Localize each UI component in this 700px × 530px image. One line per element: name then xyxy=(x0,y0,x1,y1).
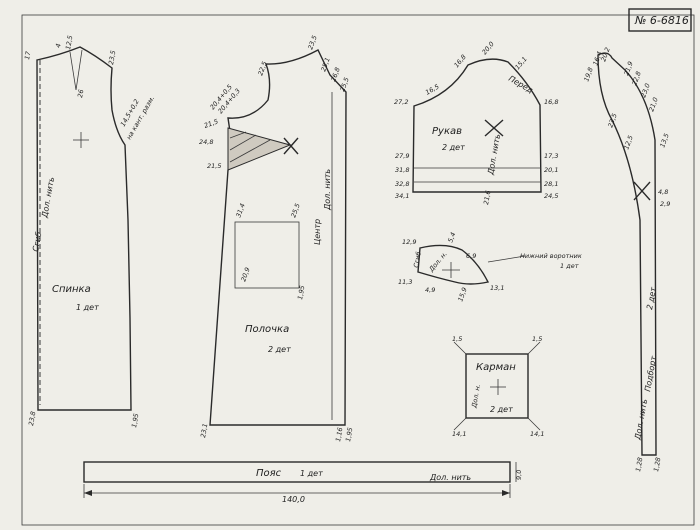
collar-piece: Нижний воротник 1 дет Сгиб Дол. н. 12,9 … xyxy=(398,231,582,302)
pocket-meas: 14,1 xyxy=(530,430,544,438)
facing-meas: 21,0 xyxy=(647,96,659,112)
collar-meas: 15,9 xyxy=(456,286,468,302)
back-meas: 23,5 xyxy=(107,50,117,66)
collar-fold: Сгиб xyxy=(412,251,423,268)
sleeve-meas: 31,8 xyxy=(395,166,409,174)
sleeve-meas: 20,1 xyxy=(544,166,558,174)
front-meas: 24,8 xyxy=(199,138,213,146)
back-meas: 4 xyxy=(54,43,63,48)
facing-meas: 23,0 xyxy=(639,82,651,98)
front-meas: 1,95 xyxy=(344,427,354,443)
sleeve-meas: 24,5 xyxy=(544,192,558,200)
collar-qty: 1 дет xyxy=(560,262,579,270)
pocket-qty: 2 дет xyxy=(490,405,513,414)
belt-name: Пояс xyxy=(256,468,282,479)
facing-qty: 2 дет xyxy=(645,286,658,310)
back-grain-label: Дол. нить xyxy=(40,176,56,219)
front-dart xyxy=(227,127,292,171)
back-qty: 1 дет xyxy=(76,303,99,312)
facing-meas: 12,5 xyxy=(622,134,634,150)
facing-piece: Подборт 2 дет Дол. нить 16,4 20,2 21,9 2… xyxy=(582,46,670,472)
back-piece: Сгиб Дол. нить Спинка 1 дет 17 4 12,5 26… xyxy=(23,35,156,429)
sleeve-meas: 20,0 xyxy=(480,40,495,56)
collar-grain: Дол. н. xyxy=(427,250,449,274)
sheet-number: № 6-6816 xyxy=(634,14,689,27)
front-center-label: Центр xyxy=(313,219,322,245)
collar-meas: 6,9 xyxy=(466,252,476,260)
back-meas: 1,95 xyxy=(130,413,140,429)
back-meas: 17 xyxy=(23,50,32,60)
front-meas: 1,16 xyxy=(334,427,344,443)
collar-meas: 11,3 xyxy=(398,278,412,286)
belt-qty: 1 дет xyxy=(300,469,323,478)
front-piece: Полочка 2 дет Центр Дол. нить 23,5 25,1 … xyxy=(199,34,354,442)
collar-meas: 13,1 xyxy=(490,284,504,292)
sleeve-piece: Рукав 2 дет Перед Дол. нить 20,0 16,8 15… xyxy=(394,40,558,205)
pocket-meas: 1,5 xyxy=(532,335,542,343)
front-meas: 23,1 xyxy=(199,423,209,439)
collar-meas: 5,4 xyxy=(446,231,457,243)
sheet-number-box xyxy=(628,8,692,32)
back-fold-label: Сгиб xyxy=(31,231,43,252)
sleeve-meas: 27,9 xyxy=(395,152,409,160)
pocket-meas: 14,1 xyxy=(452,430,466,438)
belt-width: 9,0 xyxy=(515,470,523,480)
back-meas: 26 xyxy=(76,89,85,99)
facing-meas: 23,5 xyxy=(606,112,618,128)
front-meas: 23,5 xyxy=(306,34,318,50)
belt-length: 140,0 xyxy=(282,495,305,504)
sleeve-qty: 2 дет xyxy=(442,143,465,152)
sleeve-grain-label: Дол. нить xyxy=(486,133,502,176)
back-meas: 23,8 xyxy=(27,411,37,427)
facing-meas: 22,8 xyxy=(630,70,642,86)
collar-meas: 12,9 xyxy=(402,238,416,246)
facing-meas: 1,28 xyxy=(652,457,662,473)
facing-meas: 4,8 xyxy=(658,188,668,196)
facing-meas: 19,8 xyxy=(582,66,594,82)
belt-piece: Пояс 1 дет Дол. нить 140,0 9,0 xyxy=(83,461,523,504)
back-name: Спинка xyxy=(52,284,91,295)
front-grain-label: Дол. нить xyxy=(323,169,332,211)
front-meas: 25,5 xyxy=(338,76,350,92)
belt-grain: Дол. нить xyxy=(429,473,471,482)
front-pocket-mark xyxy=(234,221,300,289)
front-qty: 2 дет xyxy=(268,345,291,354)
pocket-name: Карман xyxy=(476,362,516,373)
sleeve-name: Рукав xyxy=(432,126,462,137)
pocket-piece: Карман 2 дет Дол. н. 1,5 1,5 14,1 14,1 xyxy=(452,335,544,438)
front-meas: 21,5 xyxy=(207,162,221,170)
back-meas: 12,5 xyxy=(64,35,74,51)
front-meas: 1,95 xyxy=(296,285,306,301)
sheet-frame xyxy=(21,14,695,526)
facing-meas: 13,5 xyxy=(658,132,670,148)
pocket-meas: 1,5 xyxy=(452,335,462,343)
facing-grain: Дол. нить xyxy=(633,398,649,441)
front-meas: 25,1 xyxy=(319,56,331,72)
sleeve-meas: 16,8 xyxy=(452,53,467,69)
collar-name: Нижний воротник xyxy=(520,252,582,260)
sleeve-meas: 34,1 xyxy=(395,192,409,200)
sleeve-meas: 16,8 xyxy=(544,98,558,106)
sleeve-meas: 27,2 xyxy=(394,98,408,106)
front-meas: 21,5 xyxy=(203,117,219,129)
front-meas: 25,5 xyxy=(289,202,301,218)
front-name: Полочка xyxy=(245,324,289,335)
front-meas: 31,4 xyxy=(234,202,246,218)
facing-meas: 1,28 xyxy=(634,457,644,473)
pocket-grain: Дол. н. xyxy=(470,384,482,410)
facing-meas: 2,9 xyxy=(660,200,670,208)
sleeve-meas: 32,8 xyxy=(395,180,409,188)
sleeve-meas: 17,3 xyxy=(544,152,558,160)
collar-meas: 4,9 xyxy=(425,286,435,294)
front-meas: 26,8 xyxy=(329,66,341,82)
sleeve-meas: 28,1 xyxy=(544,180,558,188)
sleeve-meas: 15,1 xyxy=(513,55,528,71)
sleeve-meas: 21,6 xyxy=(482,190,492,206)
front-meas: 20,9 xyxy=(239,266,251,282)
